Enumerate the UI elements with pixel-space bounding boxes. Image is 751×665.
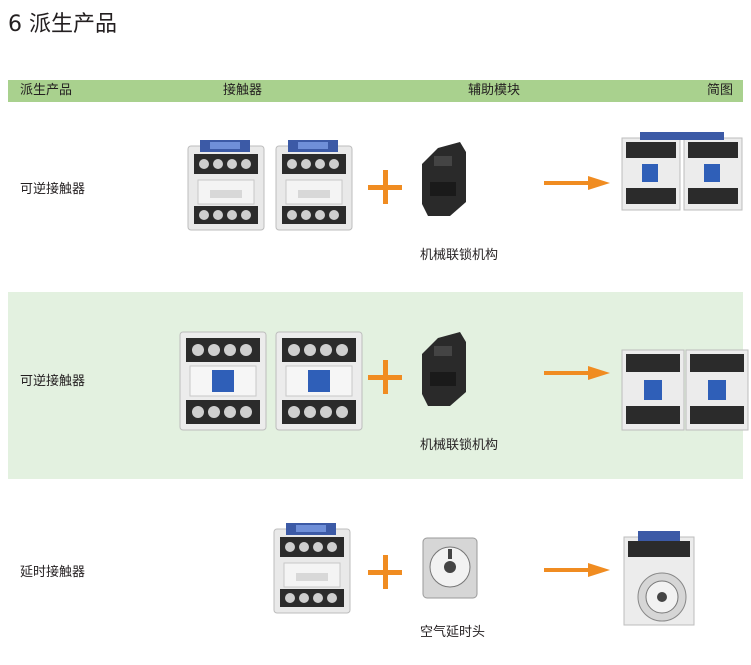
timer-head-image bbox=[422, 537, 478, 599]
reversing-contactor-image bbox=[621, 132, 743, 211]
interlock-image bbox=[422, 332, 466, 406]
plus-icon bbox=[368, 360, 402, 394]
product-row: 可逆接触器 机械联锁机构 bbox=[8, 292, 749, 479]
accessory-label: 机械联锁机构 bbox=[420, 248, 499, 263]
row-label: 可逆接触器 bbox=[20, 374, 86, 389]
contactor-image bbox=[273, 523, 351, 614]
plus-icon bbox=[368, 170, 402, 204]
accessory-label: 机械联锁机构 bbox=[420, 438, 499, 453]
interlock-image bbox=[422, 142, 466, 216]
table-header: 派生产品 接触器 辅助模块 简图 bbox=[8, 80, 743, 102]
plus-icon bbox=[368, 555, 402, 589]
arrow-icon bbox=[544, 366, 610, 380]
col-header-module: 辅助模块 bbox=[468, 83, 521, 98]
product-row: 可逆接触器 机械联锁机构 bbox=[8, 102, 743, 292]
reversing-contactor-image bbox=[621, 349, 749, 431]
col-header-diagram: 简图 bbox=[706, 83, 733, 98]
contactor-image bbox=[275, 140, 353, 231]
accessory-label: 空气延时头 bbox=[420, 625, 486, 640]
row-label: 延时接触器 bbox=[20, 565, 86, 580]
row-label: 可逆接触器 bbox=[20, 182, 86, 197]
contactor-image bbox=[187, 140, 265, 231]
arrow-icon bbox=[544, 563, 610, 577]
col-header-product: 派生产品 bbox=[20, 83, 73, 98]
contactor-image bbox=[275, 331, 363, 431]
arrow-icon bbox=[544, 176, 610, 190]
page-title: 6 派生产品 bbox=[8, 12, 117, 37]
product-row: 延时接触器 空气延时头 bbox=[8, 479, 743, 665]
contactor-image bbox=[179, 331, 267, 431]
col-header-contactor: 接触器 bbox=[223, 83, 263, 98]
time-delay-contactor-image bbox=[623, 531, 695, 626]
